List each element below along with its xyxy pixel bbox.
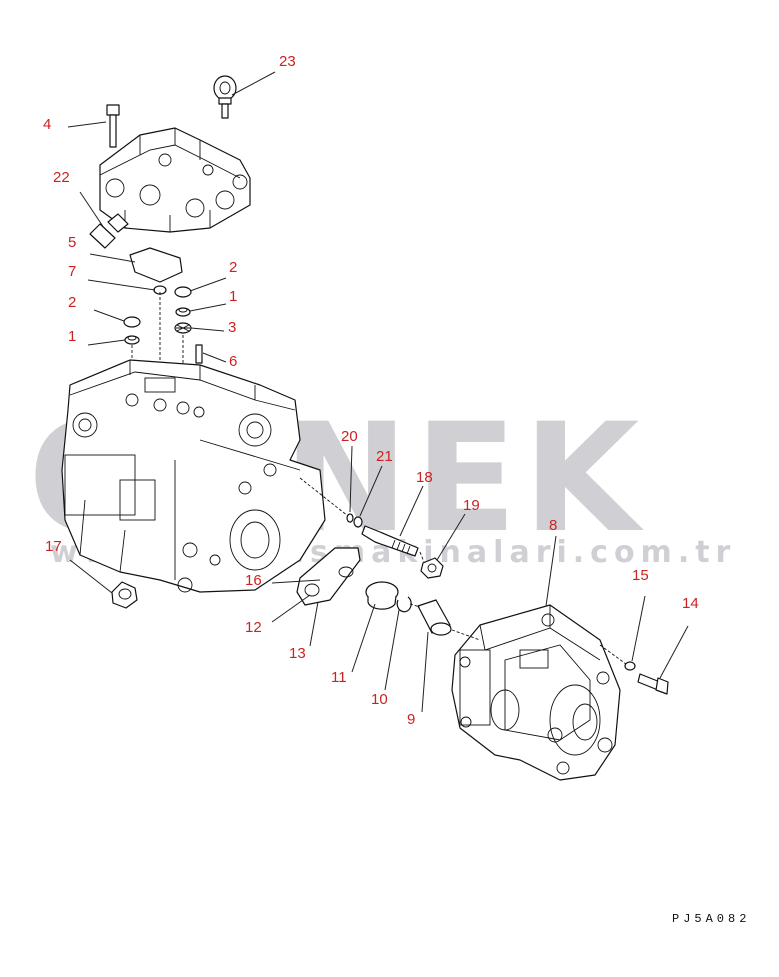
snap-ring-20: [346, 513, 354, 523]
washer-15: [624, 661, 636, 671]
callout-21: 21: [376, 448, 393, 465]
bolt-4: [106, 104, 120, 148]
callout-20: 20: [341, 428, 358, 445]
eye-bolt-23: [213, 75, 237, 119]
callout-15: 15: [632, 567, 649, 584]
callout-18: 18: [416, 469, 433, 486]
o-ring-2-right: [174, 286, 192, 298]
callout-5: 5: [68, 234, 76, 251]
callout-17: 17: [45, 538, 62, 555]
callout-19: 19: [463, 497, 480, 514]
callout-10: 10: [371, 691, 388, 708]
callout-7: 7: [68, 263, 76, 280]
callout-2-right: 2: [229, 259, 237, 276]
callout-2-left: 2: [68, 294, 76, 311]
callout-14: 14: [682, 595, 699, 612]
sleeve-9: [417, 599, 452, 636]
bolt-14: [637, 673, 669, 695]
callout-4: 4: [43, 116, 51, 133]
gasket-5: [129, 247, 183, 283]
shaft-18: [361, 525, 419, 557]
callout-6: 6: [229, 353, 237, 370]
o-ring-2-left: [123, 316, 141, 328]
ring-21: [353, 516, 363, 528]
snap-ring-10: [396, 596, 412, 613]
callout-11: 11: [331, 669, 347, 686]
pin-6: [195, 344, 203, 364]
drawing-code: PJ5A082: [672, 912, 750, 926]
leader-lines: [67, 71, 689, 713]
plug-17: [111, 581, 138, 609]
callout-1-left: 1: [68, 328, 76, 345]
callout-labels: 23 4 22 5 7 2 2 1 1 3 6 20 21 18 19 8 17…: [43, 53, 699, 728]
spring-3: [174, 322, 192, 334]
callout-16: 16: [245, 572, 262, 589]
plug-22: [89, 213, 129, 249]
gear-pump-8: [451, 604, 621, 781]
coupling-19: [420, 557, 444, 579]
callout-3: 3: [228, 319, 236, 336]
callout-8: 8: [549, 517, 557, 534]
bushing-11: [365, 581, 399, 610]
gasket-16: [296, 547, 361, 606]
callout-23: 23: [279, 53, 296, 70]
callout-12: 12: [245, 619, 262, 636]
collar-1-left: [124, 335, 140, 345]
top-valve-block: [99, 127, 251, 233]
collar-1-right: [175, 307, 191, 317]
callout-22: 22: [53, 169, 70, 186]
main-pump-body: [61, 359, 326, 593]
callout-1-right: 1: [229, 288, 237, 305]
callout-9: 9: [407, 711, 415, 728]
callout-13: 13: [289, 645, 306, 662]
